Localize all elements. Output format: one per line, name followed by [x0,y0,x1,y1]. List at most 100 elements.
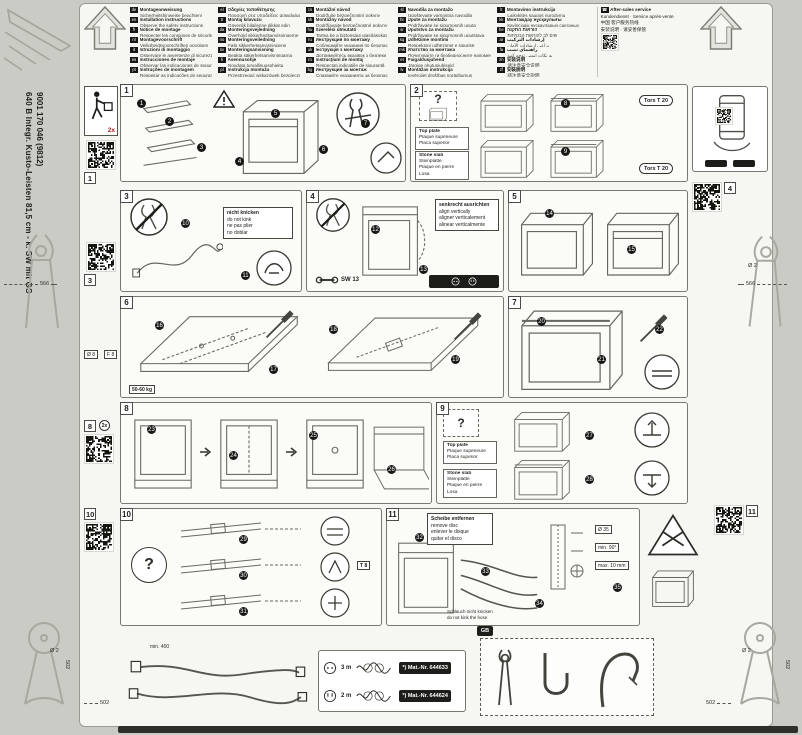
language-code-badge: fr [130,27,138,33]
power-cord-panel: 3 m *) Mat.-Nr. 644633 2 m *) Mat.-Nr. 6… [318,650,466,712]
dim-dia2-left: Ø 2 [50,648,59,654]
language-code-badge: sk [306,17,314,23]
panel-2-number: 2 [410,84,423,97]
torx-t20-label-top: Torx T 20 [639,95,674,106]
question-mark: ? [457,416,465,430]
qr-step11-number: 11 [746,505,758,517]
supply-hoses-illustration [122,652,312,718]
arrow-right-icon [285,447,299,457]
language-code-badge: tr [218,17,226,23]
service-line: 中国 客户服务热线 [600,20,639,26]
language-code-badge: cs [306,7,314,13]
cabinet-view-1 [475,91,539,133]
legend-subtitle: Observe the safety instructions [140,22,204,27]
cabinet-fixing-top [507,409,577,453]
wrench-size-label: SW 13 [341,277,360,283]
qr-code-step8 [84,434,114,464]
panel-7-number: 7 [508,296,521,309]
panel-5-number: 5 [508,190,521,203]
cord-length-label: 2 m [341,693,352,699]
panel-11-number: 11 [386,508,399,521]
worktop-fixing-left [131,303,311,391]
appliance-weight-chip: 50-60 kg [129,385,156,394]
plug-icon [323,689,337,703]
cabinet-view-2 [545,91,609,133]
legend-title: Montážní návod [315,7,351,13]
legend-title: Montageanweisung [139,7,183,13]
legend-title: Notice de montage [139,27,181,33]
niche-with-strip [517,305,627,393]
cord-row-1: 3 m *) Mat.-Nr. 644633 [323,657,463,679]
text-line: Top plate [447,443,468,448]
text-line: Placa superior [447,455,478,461]
text-line: no doblar [227,229,248,236]
service-block: ☎After-sales service Kundendienst · Serv… [596,7,690,77]
legend-title: Monteringsveiledning [227,37,275,43]
side-rail-rows [175,515,315,621]
sheet-doc-number: 9001 170 046 (9812) [35,92,44,167]
legend-subtitle: Følg sikkerhetsanvisningene [228,42,287,47]
legend-subtitle: Przestrzegać wskazówek bezpieczeństwa [228,72,300,77]
mini-cabinet-icon [650,566,696,610]
open-door-view [369,419,429,497]
appliance-side-view [355,201,433,283]
dim-566-right: 566 [738,281,800,287]
torx-t20-label-bottom: Torx T 20 [639,163,674,174]
pliers-sketch-right-icon [736,230,796,335]
strip-detail-inset [643,353,681,391]
legend-subtitle: Overhold sikkerhedsanvisningerne [228,32,299,37]
legend-title: Montaj kılavuzu [227,17,262,23]
language-code-badge: pl [218,67,226,73]
text-line: Losa [419,171,430,177]
coiled-cable-icon [355,661,395,675]
qr-step3-number: 3 [84,274,96,286]
legend-title: Monteringsvejledning [227,27,275,33]
text-line: Plaque supérieure [447,449,486,455]
qr-code-step10 [84,522,114,552]
pencil-sketch-icon [2,2,76,74]
callout-35: 35 [613,583,622,592]
rail-detail-inset-2 [319,551,351,583]
mat-number-1: *) Mat.-Nr. 644633 [399,662,451,674]
coiled-cable-icon [355,689,395,703]
socket-icon [323,661,337,675]
language-code-badge: bg [306,67,314,73]
cabinet-fixing-bottom [507,457,577,501]
panel-6-number: 6 [120,296,133,309]
hoses-illustration [457,549,543,619]
screw-channel-detail [545,521,589,595]
legend-title: Montagevoorschrift [139,37,183,43]
legend-title: Asennusohje [227,57,257,63]
hose-clip-inset [255,249,293,287]
panel-3-number: 3 [120,190,133,203]
language-code-badge: ru [306,37,314,43]
qr-code-step3 [86,242,116,272]
person-lift-icon [88,90,114,124]
legend-title: Szerelési útmutató [315,27,357,33]
warning-triangle-tools-icon [646,512,700,558]
text-line: Losa [447,489,458,495]
text-line: alinear verticalmente [439,221,486,228]
plug-icon [468,277,477,286]
